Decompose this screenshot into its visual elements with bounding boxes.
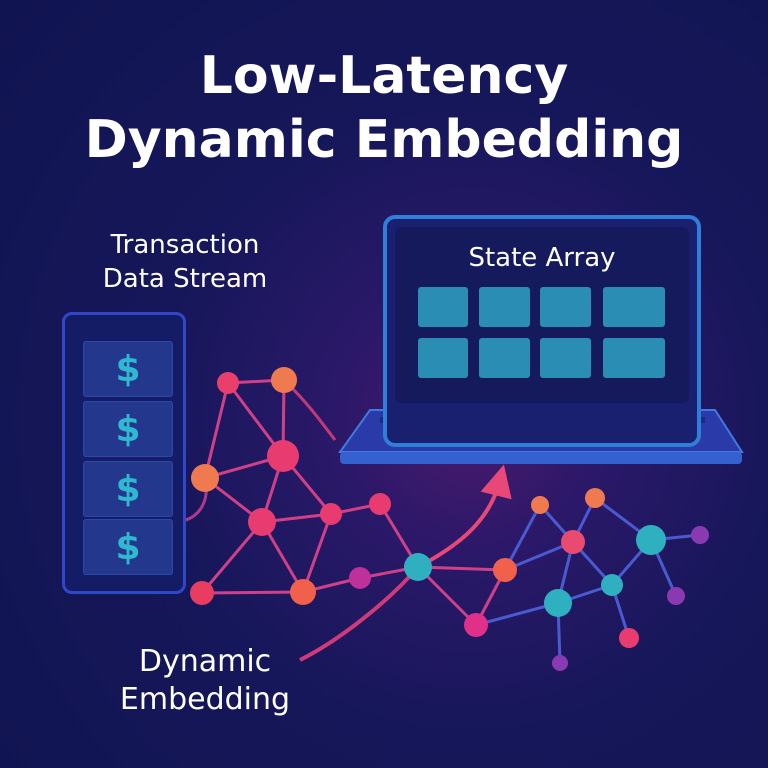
network-node	[190, 581, 214, 605]
network-node	[561, 530, 585, 554]
network-node	[320, 503, 342, 525]
network-edge	[200, 521, 264, 594]
dollar-icon: $	[83, 341, 173, 397]
network-edge	[475, 601, 559, 627]
network-node	[290, 579, 316, 605]
network-node	[667, 587, 685, 605]
network-edge	[504, 540, 574, 572]
transaction-stream-panel: $ $ $ $	[62, 312, 186, 594]
network-node	[248, 508, 276, 536]
network-edge	[503, 504, 542, 571]
network-node	[217, 372, 239, 394]
embedding-label-2: Embedding	[119, 682, 291, 717]
dollar-icon: $	[83, 461, 173, 517]
network-node	[601, 574, 623, 596]
network-edge	[203, 382, 230, 479]
state-cell	[603, 287, 665, 327]
state-cell	[418, 338, 468, 378]
laptop-screen: State Array	[383, 215, 701, 447]
state-array-display: State Array	[395, 227, 689, 403]
state-cell	[479, 338, 530, 378]
state-cell	[479, 287, 530, 327]
network-node	[369, 493, 391, 515]
network-edge	[301, 513, 333, 593]
network-node	[191, 464, 219, 492]
network-edge	[417, 565, 506, 572]
state-cell	[603, 338, 665, 378]
embedding-label-1: Dynamic	[138, 644, 272, 679]
flow-curve	[299, 565, 420, 662]
network-node	[493, 558, 517, 582]
dollar-icon: $	[83, 401, 173, 457]
dollar-icon: $	[83, 519, 173, 575]
stream-label-2: Data Stream	[102, 264, 268, 294]
state-cell	[540, 287, 591, 327]
state-cell	[418, 287, 468, 327]
network-node	[619, 628, 639, 648]
network-node	[404, 553, 432, 581]
stream-label-1: Transaction	[110, 230, 260, 260]
network-node	[636, 525, 666, 555]
network-node	[267, 440, 299, 472]
network-node	[691, 526, 709, 544]
network-edge	[201, 590, 304, 595]
network-node	[531, 496, 549, 514]
network-node	[544, 589, 572, 617]
network-node	[552, 655, 568, 671]
network-node	[271, 367, 297, 393]
title-line-1: Low-Latency	[199, 46, 569, 106]
network-node	[585, 488, 605, 508]
state-array-title: State Array	[468, 243, 616, 273]
flow-arrow	[417, 464, 512, 569]
network-node	[464, 613, 488, 637]
state-cell	[540, 338, 591, 378]
network-node	[349, 567, 371, 589]
title-line-2: Dynamic Embedding	[84, 110, 684, 170]
